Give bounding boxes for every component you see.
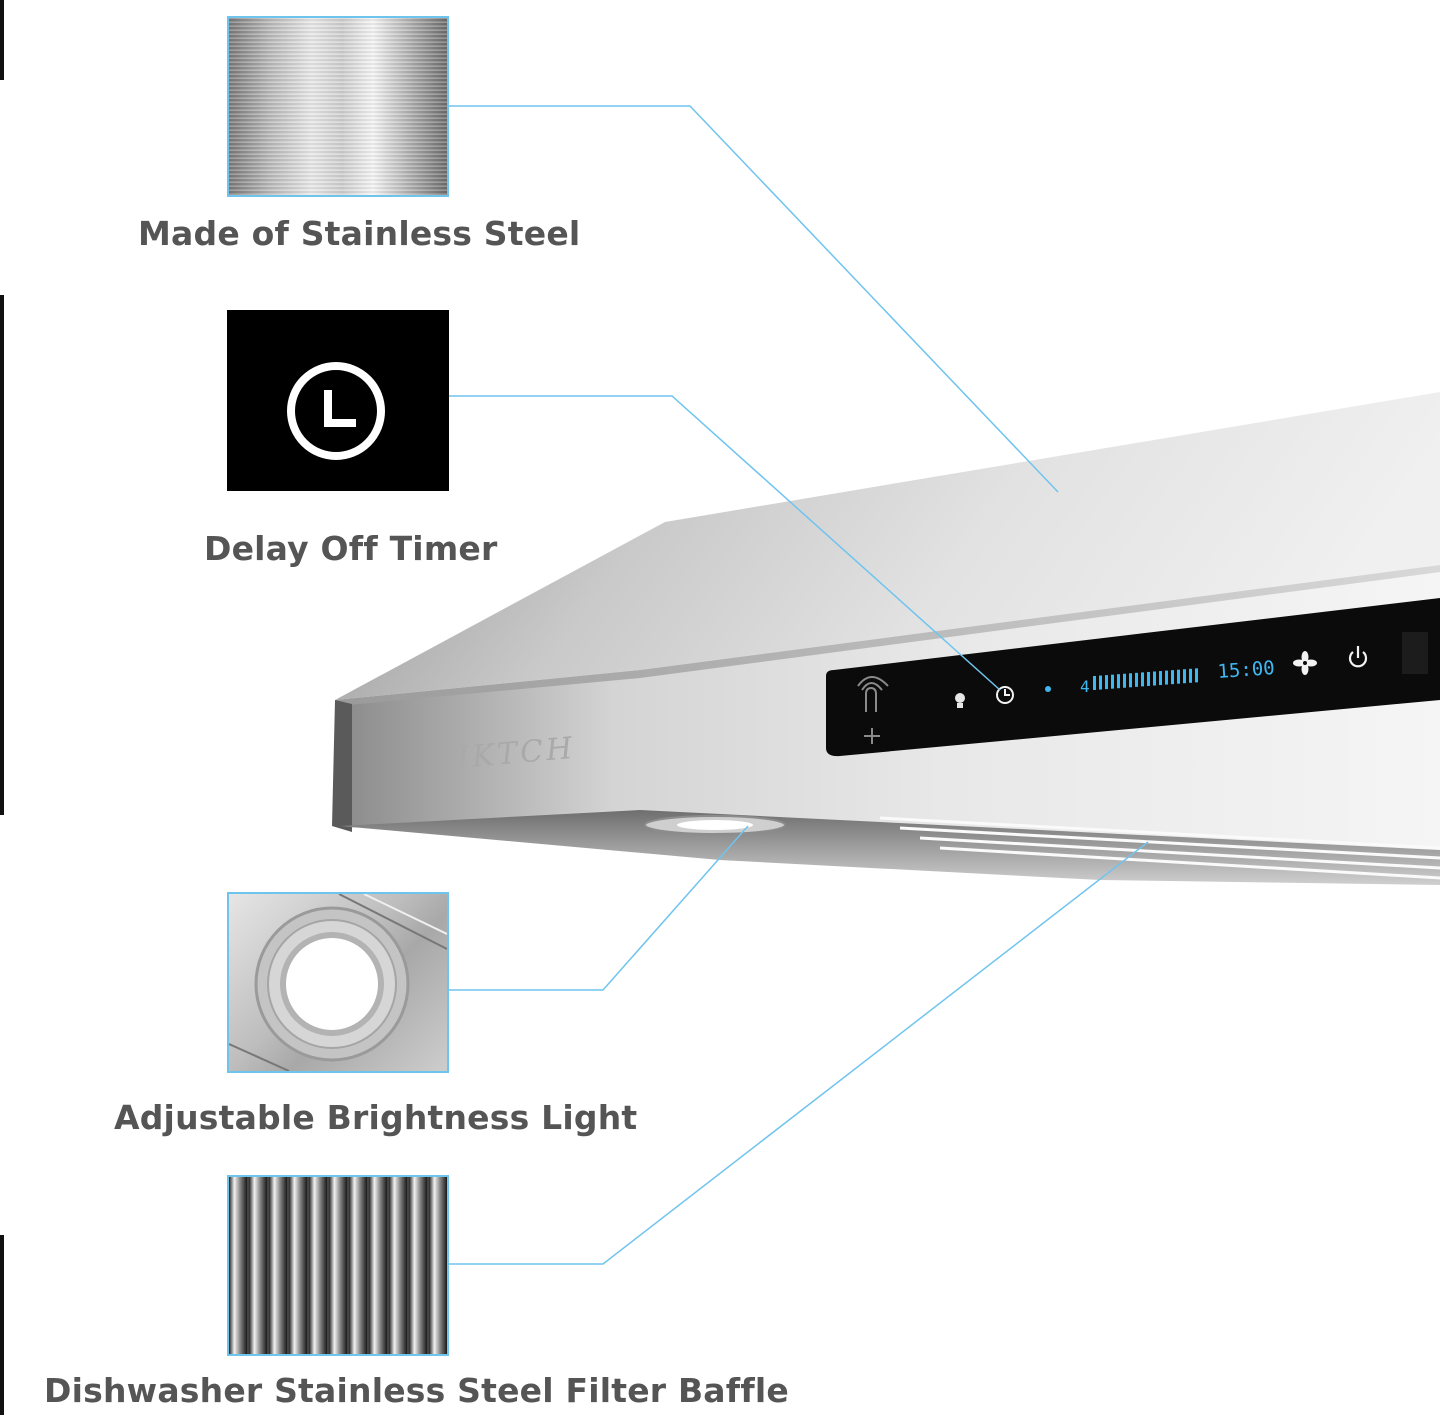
power-icon — [1348, 646, 1368, 668]
caption-stainless-steel: Made of Stainless Steel — [138, 214, 581, 253]
caption-filter-baffle: Dishwasher Stainless Steel Filter Baffle — [44, 1371, 789, 1410]
fan-level-bar — [1135, 672, 1138, 687]
edge-bar-middle — [0, 295, 4, 815]
fan-level-bar — [1117, 674, 1120, 689]
edge-bar-bottom — [0, 1235, 4, 1415]
baffle-fin — [409, 1177, 427, 1354]
baffle-fin — [229, 1177, 247, 1354]
stainless-steel-thumbnail — [227, 16, 449, 197]
baffle-fin — [329, 1177, 347, 1354]
baffle-fin — [349, 1177, 367, 1354]
fan-level-bar — [1153, 671, 1156, 686]
panel-right-slot — [1402, 632, 1428, 674]
fan-level-bar — [1189, 668, 1192, 683]
fan-icon — [1293, 651, 1317, 675]
caption-adjustable-brightness-light: Adjustable Brightness Light — [114, 1098, 638, 1137]
fan-level-bar — [1105, 675, 1108, 690]
fan-level-bar — [1093, 676, 1096, 690]
fan-level-bar — [1195, 668, 1198, 683]
fan-level-bar — [1129, 673, 1132, 688]
baffle-fin — [389, 1177, 407, 1354]
fan-level-bar — [1183, 669, 1186, 684]
bulb-icon — [955, 693, 965, 708]
baffle-fin — [369, 1177, 387, 1354]
fan-level-bar — [1177, 669, 1180, 684]
panel-clock-icon — [996, 686, 1014, 704]
panel-indicator-dot — [1045, 686, 1051, 692]
fan-level-bar — [1159, 671, 1162, 686]
fan-level-bar — [1123, 673, 1126, 688]
fan-level-bar — [1141, 672, 1144, 687]
baffle-thumbnail — [227, 1175, 449, 1356]
baffle-fin — [309, 1177, 327, 1354]
hood-light-bulb — [677, 820, 753, 830]
clock-icon — [287, 362, 385, 460]
fan-speed-digit: 4 — [1080, 677, 1090, 696]
light-thumbnail — [227, 892, 449, 1073]
baffle-fin — [289, 1177, 307, 1354]
baffle-fin — [429, 1177, 447, 1354]
baffle-filter-icon — [229, 1177, 447, 1354]
timer-readout: 15:00 — [1217, 657, 1276, 683]
fan-level-bar — [1165, 670, 1168, 685]
fan-level-bar — [1171, 670, 1174, 685]
fan-level-bars — [1093, 668, 1198, 690]
edge-bar-top — [0, 0, 4, 80]
fan-level-bar — [1099, 675, 1102, 690]
fan-level-bar — [1147, 671, 1150, 686]
baffle-fin — [269, 1177, 287, 1354]
caption-delay-off-timer: Delay Off Timer — [204, 529, 498, 568]
fan-level-bar — [1111, 674, 1114, 689]
hood-left-bevel — [332, 700, 352, 832]
light-fixture-icon — [229, 894, 447, 1071]
control-panel — [826, 598, 1440, 757]
timer-thumbnail — [227, 310, 449, 491]
baffle-fin — [249, 1177, 267, 1354]
